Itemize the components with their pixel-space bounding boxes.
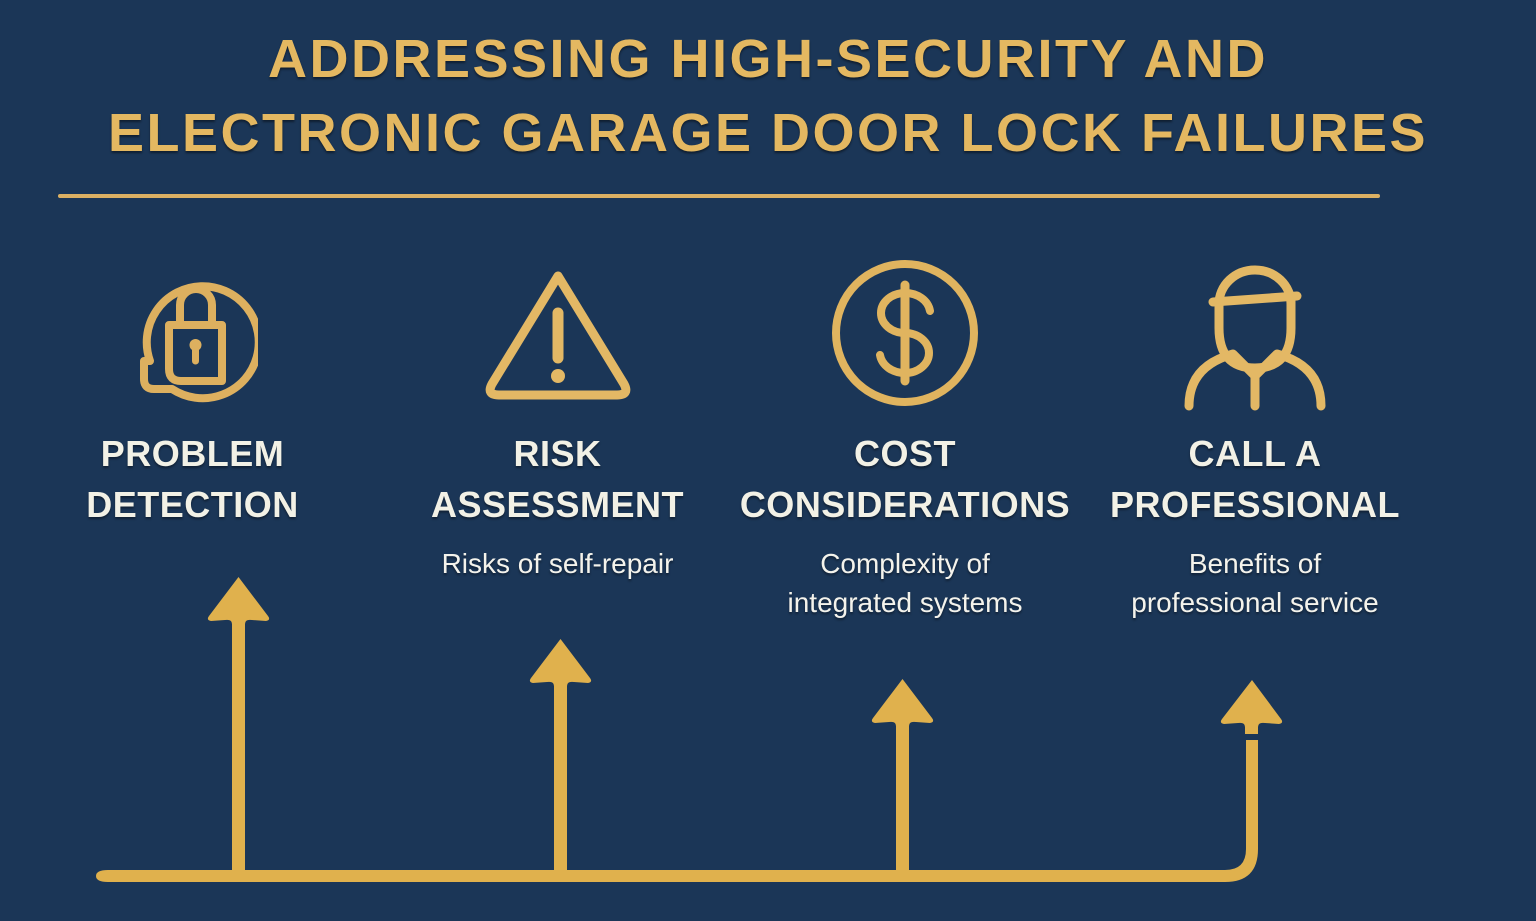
padlock-in-circle-icon xyxy=(0,248,385,418)
step-subtitle-line-1: Benefits of xyxy=(1188,548,1322,579)
dollar-coin-icon xyxy=(730,248,1080,418)
step-subtitle: Benefits of professional service xyxy=(1080,544,1430,622)
step-subtitle-line-2: integrated systems xyxy=(787,587,1023,618)
title-line-2: ELECTRONIC GARAGE DOOR LOCK FAILURES xyxy=(107,103,1429,163)
arrow-stem-2 xyxy=(554,662,567,876)
step-subtitle-line-1: Complexity of xyxy=(820,548,990,579)
arrow-stem-1 xyxy=(232,600,245,876)
step-subtitle-line-2: professional service xyxy=(1131,587,1379,618)
step-heading: COST CONSIDERATIONS xyxy=(730,428,1080,530)
page-title: ADDRESSING HIGH-SECURITY AND ELECTRONIC … xyxy=(0,22,1536,170)
step-heading-line-1: CALL A xyxy=(1188,433,1322,474)
step-heading-line-2: DETECTION xyxy=(86,484,299,525)
step-heading-line-1: RISK xyxy=(513,433,602,474)
arrow-head-3 xyxy=(871,679,934,733)
step-column-problem-detection: PROBLEM DETECTION xyxy=(0,248,385,622)
worker-person-icon xyxy=(1080,248,1430,418)
arrow-stem-3 xyxy=(896,702,909,876)
step-heading-line-2: CONSIDERATIONS xyxy=(739,484,1071,525)
step-subtitle: Complexity of integrated systems xyxy=(730,544,1080,622)
step-heading-line-2: ASSESSMENT xyxy=(430,484,685,525)
arrow-head-4 xyxy=(1220,680,1283,734)
arrow-head-2 xyxy=(529,639,592,693)
step-heading: PROBLEM DETECTION xyxy=(0,428,385,530)
title-divider xyxy=(58,194,1380,198)
warning-triangle-icon xyxy=(385,248,730,418)
step-heading: RISK ASSESSMENT xyxy=(385,428,730,530)
flow-baseline-path xyxy=(96,740,1258,882)
step-subtitle: Risks of self-repair xyxy=(385,544,730,583)
title-line-1: ADDRESSING HIGH-SECURITY AND xyxy=(267,29,1269,89)
step-heading-line-1: PROBLEM xyxy=(100,433,285,474)
step-column-call-a-professional: CALL A PROFESSIONAL Benefits of professi… xyxy=(1080,248,1430,622)
step-column-cost-considerations: COST CONSIDERATIONS Complexity of integr… xyxy=(730,248,1080,622)
step-heading: CALL A PROFESSIONAL xyxy=(1080,428,1430,530)
step-heading-line-1: COST xyxy=(853,433,956,474)
step-subtitle-line-1: Risks of self-repair xyxy=(441,548,674,579)
step-heading-line-2: PROFESSIONAL xyxy=(1109,484,1401,525)
steps-row: PROBLEM DETECTION RISK xyxy=(0,248,1536,622)
step-column-risk-assessment: RISK ASSESSMENT Risks of self-repair xyxy=(385,248,730,622)
